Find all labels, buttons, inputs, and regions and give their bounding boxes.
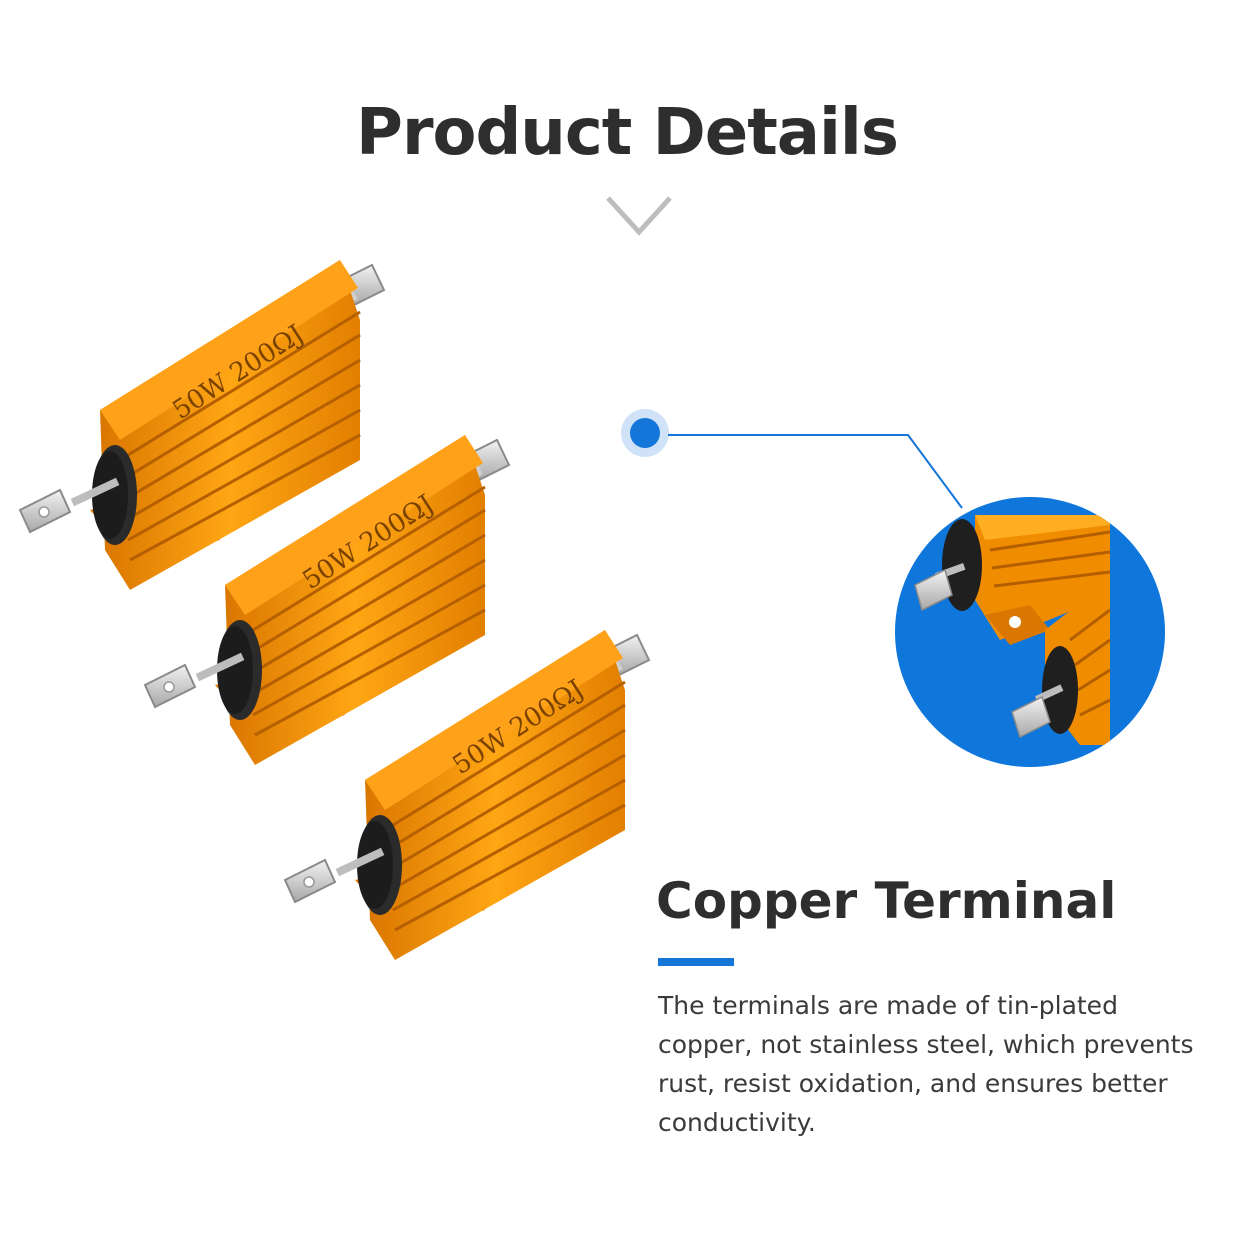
feature-description: The terminals are made of tin-plated cop… bbox=[658, 991, 1194, 1137]
feature-title: Copper Terminal bbox=[656, 872, 1117, 930]
chevron-down-icon bbox=[606, 196, 672, 236]
callout-leader-line bbox=[668, 434, 963, 509]
title-accent-bar bbox=[658, 958, 734, 966]
page-title: Product Details bbox=[356, 96, 899, 170]
